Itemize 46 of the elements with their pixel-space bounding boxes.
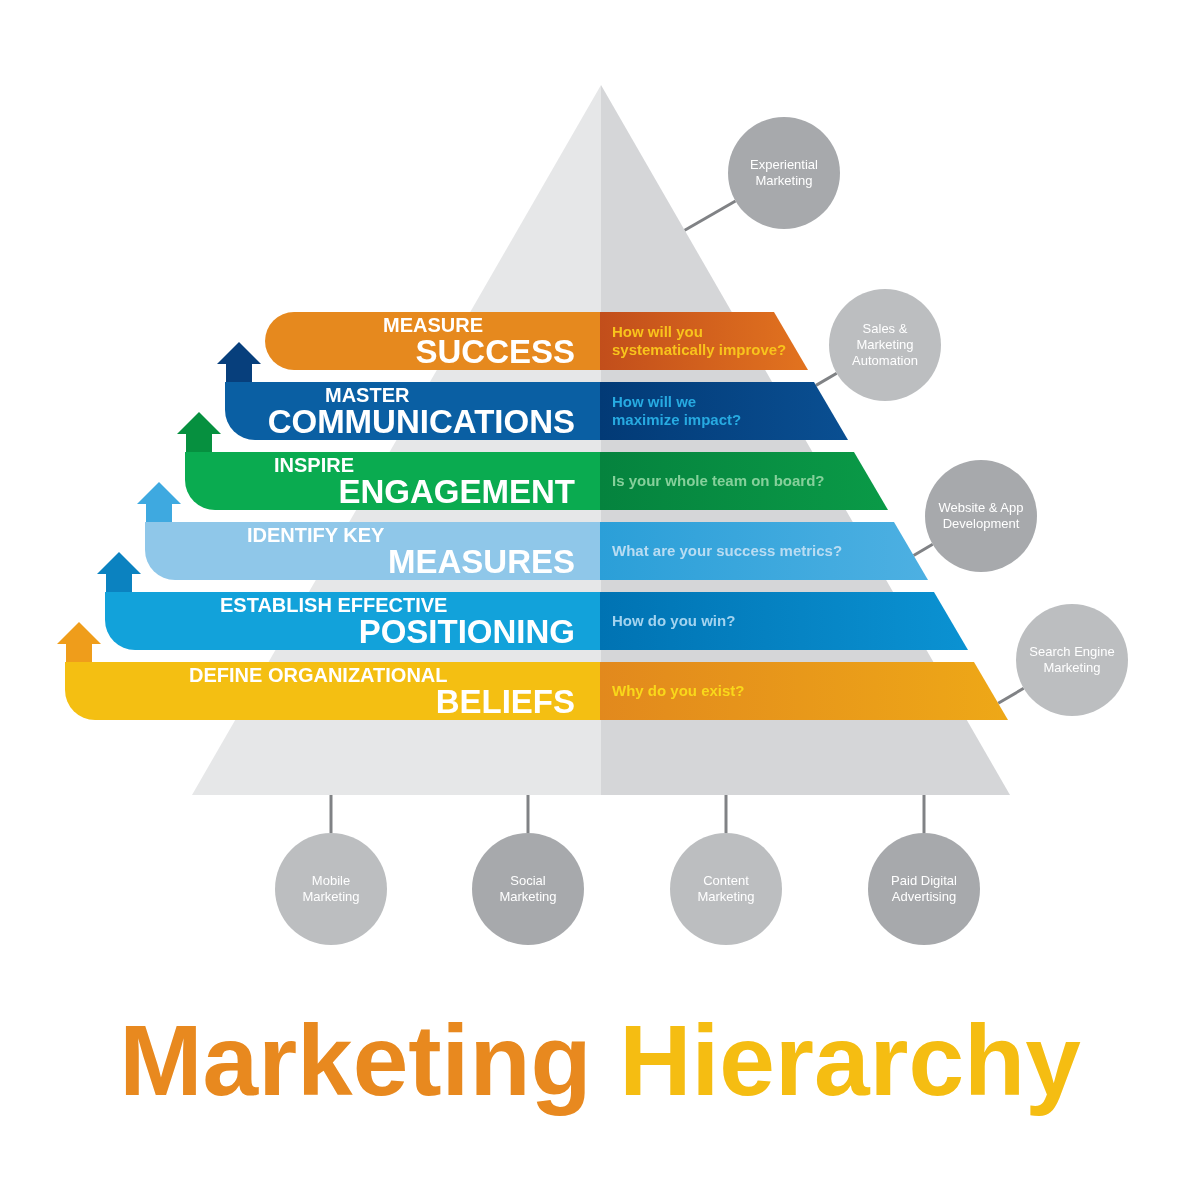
band-question: Is your whole team on board? [612,472,825,490]
connector-line [815,372,838,387]
band-title: BELIEFS [435,685,575,719]
band-heading: MASTER [325,385,410,405]
circle-label: Social Marketing [498,873,558,905]
band-title: ENGAGEMENT [338,475,575,509]
band-question: How will you systematically improve? [612,323,788,359]
block-arrow [97,552,141,592]
title: Marketing Hierarchy [119,1003,1081,1118]
band-question: How do you win? [612,612,736,630]
connector-line [526,795,530,833]
band-heading: IDENTIFY KEY [247,525,385,545]
circle-label: Experiential Marketing [749,157,819,189]
circle-label: Search Engine Marketing [1029,644,1115,676]
block-arrow [57,622,101,662]
connector-line [912,543,934,557]
connector-line [329,795,333,833]
level-band [65,662,1008,720]
level-band [145,522,928,580]
connector-line [683,199,737,232]
band-title: COMMUNICATIONS [267,405,575,439]
band-question: Why do you exist? [612,682,745,700]
connector-line [724,795,728,833]
band-title: POSITIONING [358,615,575,649]
band-heading: MEASURE [383,315,483,335]
connector-line [922,795,926,833]
connector-line [997,687,1025,705]
circle-label: Mobile Marketing [301,873,361,905]
band-heading: INSPIRE [274,455,355,475]
level-band [225,382,848,440]
level-band [185,452,888,510]
circle-label: Sales & Marketing Automation [851,321,919,369]
band-title: MEASURES [387,545,575,579]
band-question: What are your success metrics? [612,542,843,560]
circle-label: Content Marketing [696,873,756,905]
band-question: How will we maximize impact? [612,393,743,429]
block-arrow [137,482,181,522]
band-heading: DEFINE ORGANIZATIONAL [189,665,448,685]
circle-label: Website & App Development [938,500,1024,532]
level-band [265,312,808,370]
band-heading: ESTABLISH EFFECTIVE [220,595,448,615]
level-band [105,592,968,650]
circle-label: Paid Digital Advertising [890,873,958,905]
band-title: SUCCESS [415,335,575,369]
block-arrow [177,412,221,452]
block-arrow [217,342,261,382]
